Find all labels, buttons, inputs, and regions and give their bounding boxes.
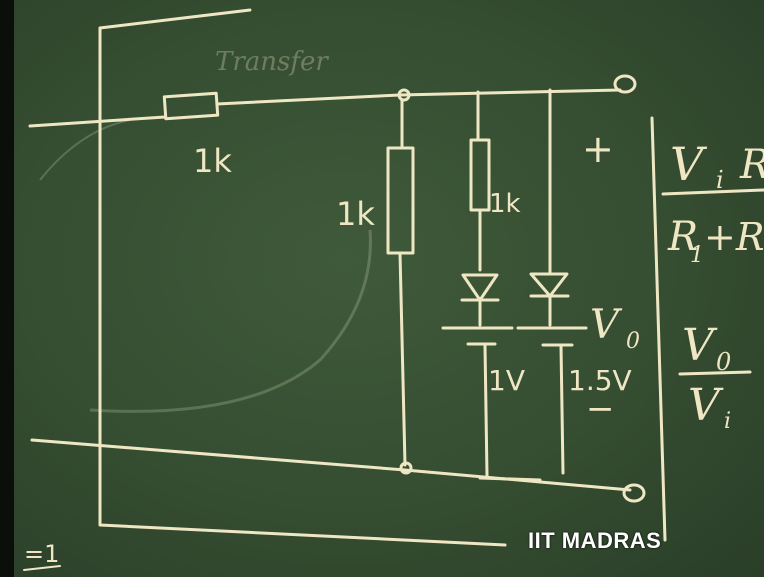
bottom-wire-thick: [478, 476, 542, 482]
eq1-numerator-tail: R: [739, 142, 764, 188]
resistor-r2: [386, 146, 415, 255]
label-r1: 1k: [193, 142, 232, 180]
board-frame-edge: [0, 0, 14, 577]
faint-curve: [89, 229, 372, 413]
minus-sign: −: [586, 389, 615, 429]
label-r3: 1k: [489, 189, 521, 219]
plus-sign: +: [582, 127, 614, 171]
terminal-top: [613, 74, 637, 94]
node-top: [397, 88, 411, 102]
resistor-r3: [469, 138, 491, 212]
diode-1: [461, 273, 499, 302]
eq2-numerator-sub: 0: [716, 348, 731, 376]
branch2-bottom: [483, 344, 489, 478]
fraction-bar-1: [661, 188, 764, 196]
label-vo-sub: 0: [626, 329, 640, 354]
outer-box-top: [98, 8, 252, 30]
diode-2: [529, 272, 569, 298]
top-wire-left: [28, 115, 167, 128]
label-vo: V: [590, 302, 623, 348]
eq2-denominator-sub: i: [724, 409, 731, 434]
resistor-r1: [162, 91, 220, 121]
separator-line: [650, 116, 667, 542]
bottom-wire: [30, 438, 632, 492]
eq2-numerator: V: [682, 320, 718, 371]
top-wire: [215, 88, 622, 106]
eq1-denominator-tail: +R: [704, 215, 764, 259]
faint-curve-2: [39, 119, 131, 181]
fraction-bar-2: [678, 370, 752, 376]
eq1-denominator-sub: 1: [690, 243, 704, 268]
eq1-numerator-sub: i: [716, 166, 724, 194]
branch1-bottom: [398, 251, 407, 467]
corner-mark: =1: [24, 540, 59, 568]
eq2-denominator: V: [688, 380, 724, 431]
label-r2: 1k: [336, 195, 375, 233]
eq1-denominator: R: [667, 214, 698, 260]
corner-mark-underline: [23, 565, 61, 571]
label-v1: 1V: [488, 364, 525, 397]
branch3-bottom: [559, 344, 565, 475]
outer-box-left: [98, 26, 507, 547]
eq1-numerator: V: [670, 137, 708, 191]
watermark-caption: IIT MADRAS: [528, 528, 662, 553]
terminal-bottom: [622, 483, 646, 503]
heading-faint: Transfer: [215, 47, 329, 77]
label-v2: 1.5V: [568, 364, 632, 397]
